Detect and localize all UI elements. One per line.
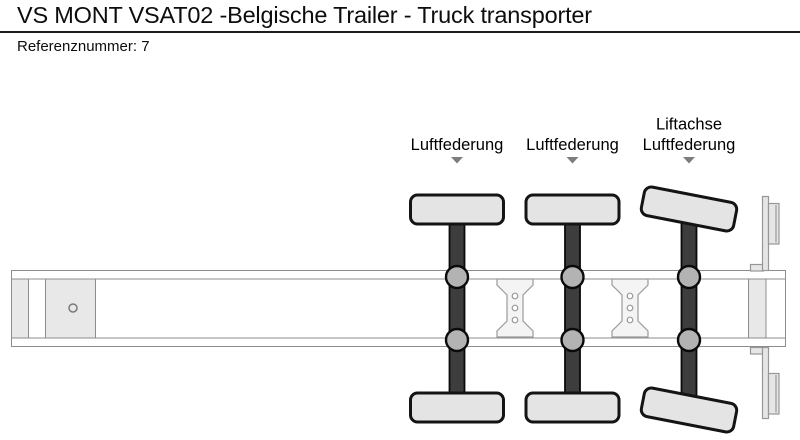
kingpin <box>68 303 78 313</box>
cross-member-hole <box>511 292 519 300</box>
tire-bottom-tilted <box>639 386 739 434</box>
rear-ramp-assembly <box>748 195 780 420</box>
rear-ramp-foot-bottom <box>749 346 765 355</box>
trailer-frame <box>11 270 786 347</box>
tire-top <box>409 193 505 226</box>
front-bumper <box>11 278 29 339</box>
tire-bottom <box>409 391 505 424</box>
suspension-hub <box>444 264 470 290</box>
axle-2 <box>524 193 621 424</box>
cross-member-hole <box>626 304 634 312</box>
axle1-label: Luftfederung <box>411 136 504 154</box>
rear-ramp-post-bottom <box>761 346 770 420</box>
cross-member-2 <box>611 278 649 338</box>
axle1-marker-triangle-icon <box>451 157 463 164</box>
cross-member-hole <box>626 316 634 324</box>
axle2-marker-triangle-icon <box>566 157 579 164</box>
axle2-label: Luftfederung <box>526 136 619 154</box>
cross-member-hole <box>511 304 519 312</box>
tire-top-tilted <box>639 185 739 233</box>
page-title: VS MONT VSAT02 -Belgische Trailer - Truc… <box>17 2 592 28</box>
cross-member-hole <box>626 292 634 300</box>
axle3-label-line2: Luftfederung <box>643 136 736 154</box>
rear-crossbar <box>748 278 767 339</box>
axle3-label-line1: Liftachse <box>656 116 722 134</box>
tire-top <box>524 193 621 226</box>
axle-beam <box>448 204 466 411</box>
cross-member-hole <box>511 316 519 324</box>
reference-number: Referenznummer: 7 <box>17 37 150 55</box>
axle-3-lift <box>639 185 739 434</box>
suspension-hub <box>444 327 470 353</box>
axle-beam <box>564 204 581 411</box>
suspension-hub <box>676 264 702 290</box>
cross-member-1 <box>496 278 534 338</box>
rear-ramp-post-top <box>761 195 770 272</box>
suspension-hub <box>676 327 702 353</box>
header-divider <box>0 31 800 33</box>
axle3-marker-triangle-icon <box>683 157 695 164</box>
tire-bottom <box>524 391 621 424</box>
tail-light-top <box>767 202 780 245</box>
tail-light-bottom <box>767 372 780 415</box>
frame-outline <box>11 270 786 347</box>
axle-1 <box>409 193 505 424</box>
suspension-hub <box>560 264 585 290</box>
axle-beam <box>680 199 698 417</box>
suspension-hub <box>560 327 585 353</box>
rear-ramp-foot-top <box>749 263 765 272</box>
